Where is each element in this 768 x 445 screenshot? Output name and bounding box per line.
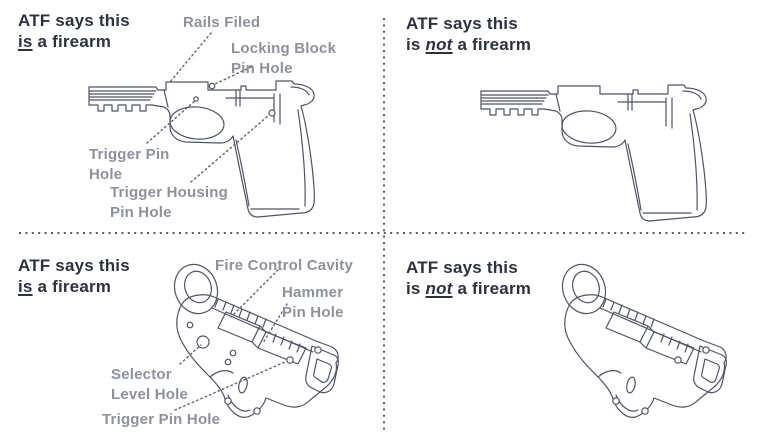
label-line: Level Hole [111, 386, 189, 403]
quadrant-dividers [19, 18, 748, 430]
label-rails-filed: Rails Filed [183, 13, 260, 33]
heading-emphasis: is [18, 277, 33, 296]
receiver-small-hole-marker-2 [224, 358, 232, 366]
leader-trigger-pin [146, 99, 197, 144]
label-line: Selector [111, 366, 172, 383]
label-line: Fire Control Cavity [215, 257, 353, 274]
trigger-housing-pin-hole-marker [268, 109, 276, 117]
receiver-plain-illustration [555, 257, 727, 418]
label-line: Pin Hole [110, 204, 172, 221]
heading-line2-post: a firearm [452, 35, 532, 54]
label-line: Pin Hole [231, 60, 293, 77]
selector-lever-hole-marker [196, 335, 210, 349]
heading-line2-post: a firearm [32, 32, 112, 51]
receiver-hole-markers [186, 321, 237, 366]
label-trigger-housing-pin-hole: Trigger Housing Pin Hole [110, 183, 228, 223]
trigger-pin-hole-marker [193, 96, 199, 102]
label-fire-control-cavity: Fire Control Cavity [215, 256, 353, 276]
label-hammer-pin-hole: Hammer Pin Hole [282, 283, 344, 323]
heading-emphasis: not [425, 35, 453, 54]
label-line: Hole [89, 166, 123, 183]
heading-line2-pre: is [406, 35, 426, 54]
label-trigger-pin-hole-bottom: Trigger Pin Hole [102, 410, 220, 430]
receiver-small-hole-marker [186, 321, 194, 329]
heading-top-left: ATF says this is a firearm [18, 10, 130, 52]
label-line: Hammer [282, 284, 344, 301]
label-line: Rails Filed [183, 14, 261, 31]
heading-line2: is not a firearm [406, 278, 531, 299]
leader-locking-block [214, 66, 252, 85]
heading-line2-post: a firearm [452, 279, 532, 298]
pistol-pin-hole-markers [193, 82, 276, 117]
heading-line2-pre: is [406, 279, 426, 298]
label-line: Trigger Pin Hole [102, 411, 221, 428]
label-selector-level-hole: Selector Level Hole [111, 365, 188, 405]
leader-trigger-housing [190, 115, 269, 183]
heading-line1: ATF says this [18, 11, 130, 30]
heading-line1: ATF says this [18, 256, 130, 275]
leader-selector-hole [179, 344, 202, 365]
heading-emphasis: is [18, 32, 33, 51]
hammer-pin-hole-marker [229, 349, 237, 357]
heading-bottom-left: ATF says this is a firearm [18, 255, 130, 297]
heading-line1: ATF says this [406, 258, 518, 277]
leader-trigger-pin-hole [174, 361, 286, 411]
label-line: Trigger Housing [110, 184, 229, 201]
leader-fire-control-cavity [230, 269, 279, 318]
leader-hammer-pin [262, 303, 288, 344]
heading-line1: ATF says this [406, 14, 518, 33]
heading-bottom-right: ATF says this is not a firearm [406, 257, 531, 299]
heading-line2: is a firearm [18, 31, 130, 52]
heading-line2: is a firearm [18, 276, 130, 297]
locking-block-pin-hole-marker [208, 82, 216, 90]
leader-rails-filed [169, 32, 212, 83]
label-line: Pin Hole [282, 304, 344, 321]
label-trigger-pin-hole: Trigger Pin Hole [89, 145, 170, 185]
label-locking-block-pin-hole: Locking Block Pin Hole [231, 39, 336, 79]
pistol-frame-plain-illustration [480, 84, 707, 222]
label-line: Locking Block [231, 40, 337, 57]
heading-top-right: ATF says this is not a firearm [406, 13, 531, 55]
heading-line2: is not a firearm [406, 34, 531, 55]
heading-emphasis: not [425, 279, 453, 298]
leader-lines [146, 32, 288, 411]
heading-line2-post: a firearm [32, 277, 112, 296]
label-line: Trigger Pin [89, 146, 170, 163]
